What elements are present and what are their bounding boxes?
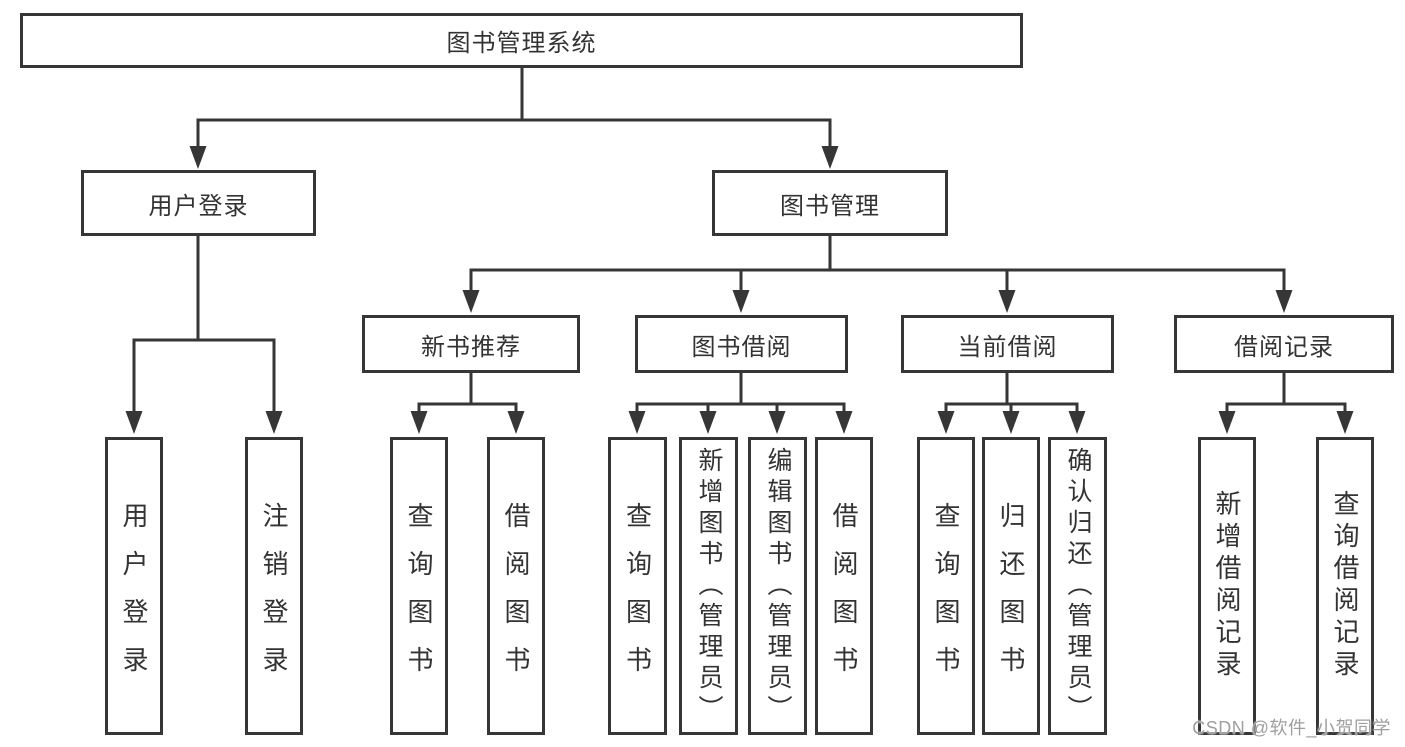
node-label: 借阅记录 [1234,333,1334,361]
leaf-label: 查询借阅记录 [1330,490,1360,682]
node-label: 图书借阅 [691,333,792,361]
node-label: 当前借阅 [957,333,1058,361]
leaf-label: 编辑图书（管理员） [764,446,792,726]
arrowheads [125,146,1354,434]
leaf-label: 新增图书（管理员） [695,446,723,726]
leaf-return-books: 归还图书 [982,437,1040,735]
leaf-query-books-borrow: 查询图书 [608,437,667,735]
leaf-label: 查询图书 [622,502,653,694]
node-label: 图书管理系统 [446,30,597,57]
leaf-query-books-recommend: 查询图书 [390,437,448,735]
leaf-label: 用户登录 [119,502,149,694]
leaf-label: 借阅图书 [829,502,859,694]
node-book-borrow: 图书借阅 [635,315,848,373]
leaf-add-borrow-record: 新增借阅记录 [1198,437,1256,735]
csdn-watermark: CSDN @软件_小贺同学 [1192,718,1391,738]
leaf-user-login: 用户登录 [105,437,163,735]
node-label: 新书推荐 [421,333,521,361]
leaf-edit-book-admin: 编辑图书（管理员） [748,437,807,735]
leaf-label: 归还图书 [996,502,1026,694]
node-new-book-recommend: 新书推荐 [362,315,580,373]
leaf-confirm-return-admin: 确认归还（管理员） [1048,437,1107,735]
node-library-management-system: 图书管理系统 [20,13,1023,68]
leaf-label: 查询图书 [931,502,961,694]
leaf-label: 借阅图书 [501,502,531,694]
leaf-borrow-books-recommend: 借阅图书 [487,437,545,735]
node-label: 图书管理 [780,192,880,220]
node-label: 用户登录 [148,192,249,220]
leaf-query-books-current: 查询图书 [917,437,975,735]
leaf-label: 新增借阅记录 [1212,490,1242,682]
leaf-label: 注销登录 [259,502,289,694]
leaf-label: 确认归还（管理员） [1064,446,1092,726]
leaf-add-book-admin: 新增图书（管理员） [679,437,738,735]
node-current-borrow: 当前借阅 [901,315,1114,373]
node-user-login: 用户登录 [81,170,316,236]
leaf-logout: 注销登录 [245,437,303,735]
leaf-borrow-books: 借阅图书 [815,437,873,735]
leaf-query-borrow-record: 查询借阅记录 [1316,437,1374,735]
node-borrow-records: 借阅记录 [1174,315,1394,373]
leaf-label: 查询图书 [404,502,434,694]
node-book-management: 图书管理 [712,170,948,236]
